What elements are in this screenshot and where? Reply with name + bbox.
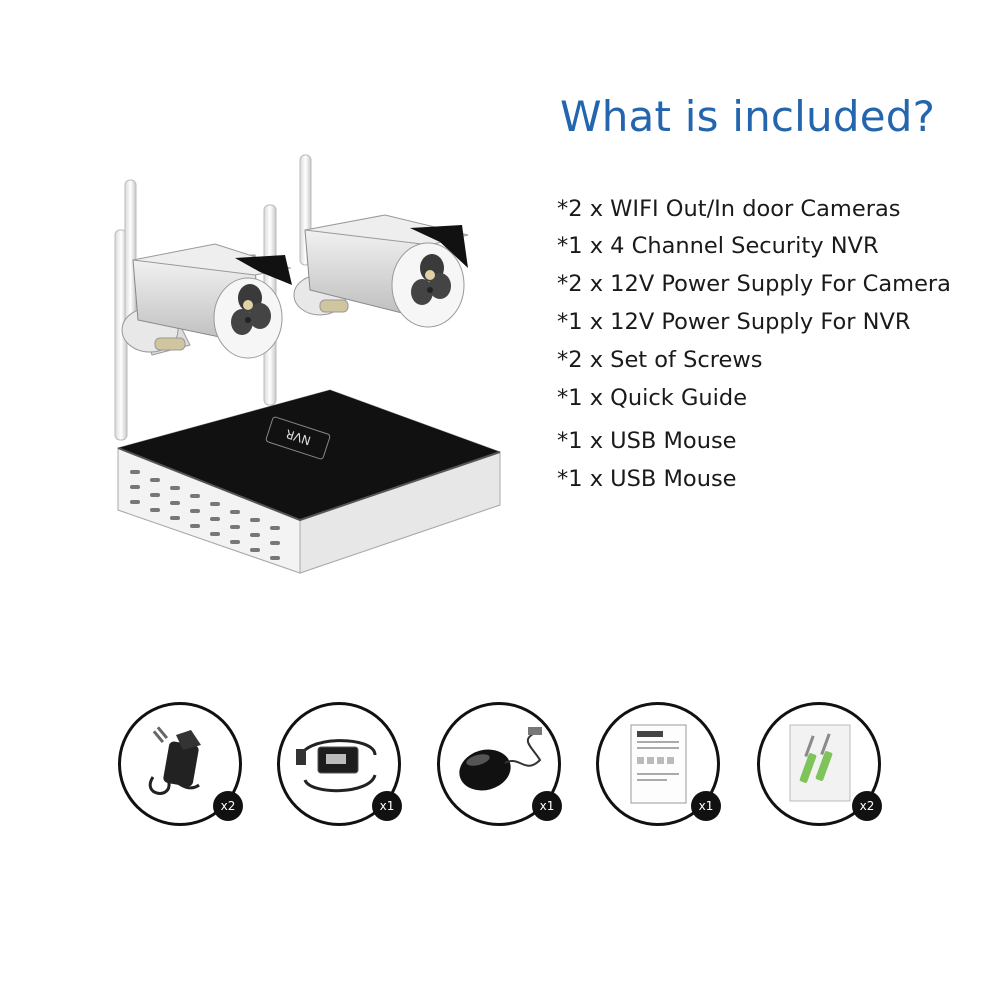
quantity-badge: x1 (372, 791, 402, 821)
usb-mouse-icon (459, 727, 542, 791)
screws-pack-icon (789, 724, 851, 802)
list-item: *1 x 12V Power Supply For NVR (557, 309, 911, 335)
power-adapter-icon (148, 726, 201, 795)
product-image: NVR (114, 154, 501, 574)
page-title: What is included? (560, 92, 936, 141)
list-item: *1 x USB Mouse (557, 428, 737, 454)
list-item: *2 x Set of Screws (557, 347, 763, 373)
list-item: *1 x Quick Guide (557, 385, 748, 411)
bullet-camera (121, 243, 292, 359)
accessory-quick-guide: x1 (596, 702, 721, 826)
quantity-badge: x1 (691, 791, 721, 821)
list-item: *1 x USB Mouse (557, 466, 737, 492)
list-item: *2 x 12V Power Supply For Camera (557, 271, 951, 297)
accessory-nvr-power-supply: x1 (277, 702, 402, 826)
quantity-badge: x2 (213, 791, 243, 821)
quantity-badge: x1 (532, 791, 562, 821)
nvr-recorder: NVR (117, 389, 501, 574)
accessory-screws-pack: x2 (757, 702, 882, 826)
antenna (124, 179, 137, 331)
bullet-camera (293, 214, 469, 328)
quick-guide-icon (630, 724, 687, 804)
quantity-badge: x2 (852, 791, 882, 821)
nvr-power-supply-icon (296, 739, 377, 793)
accessory-power-adapter: x2 (118, 702, 243, 826)
accessory-usb-mouse: x1 (437, 702, 562, 826)
list-item: *1 x 4 Channel Security NVR (557, 233, 879, 259)
list-item: *2 x WIFI Out/In door Cameras (557, 196, 901, 222)
